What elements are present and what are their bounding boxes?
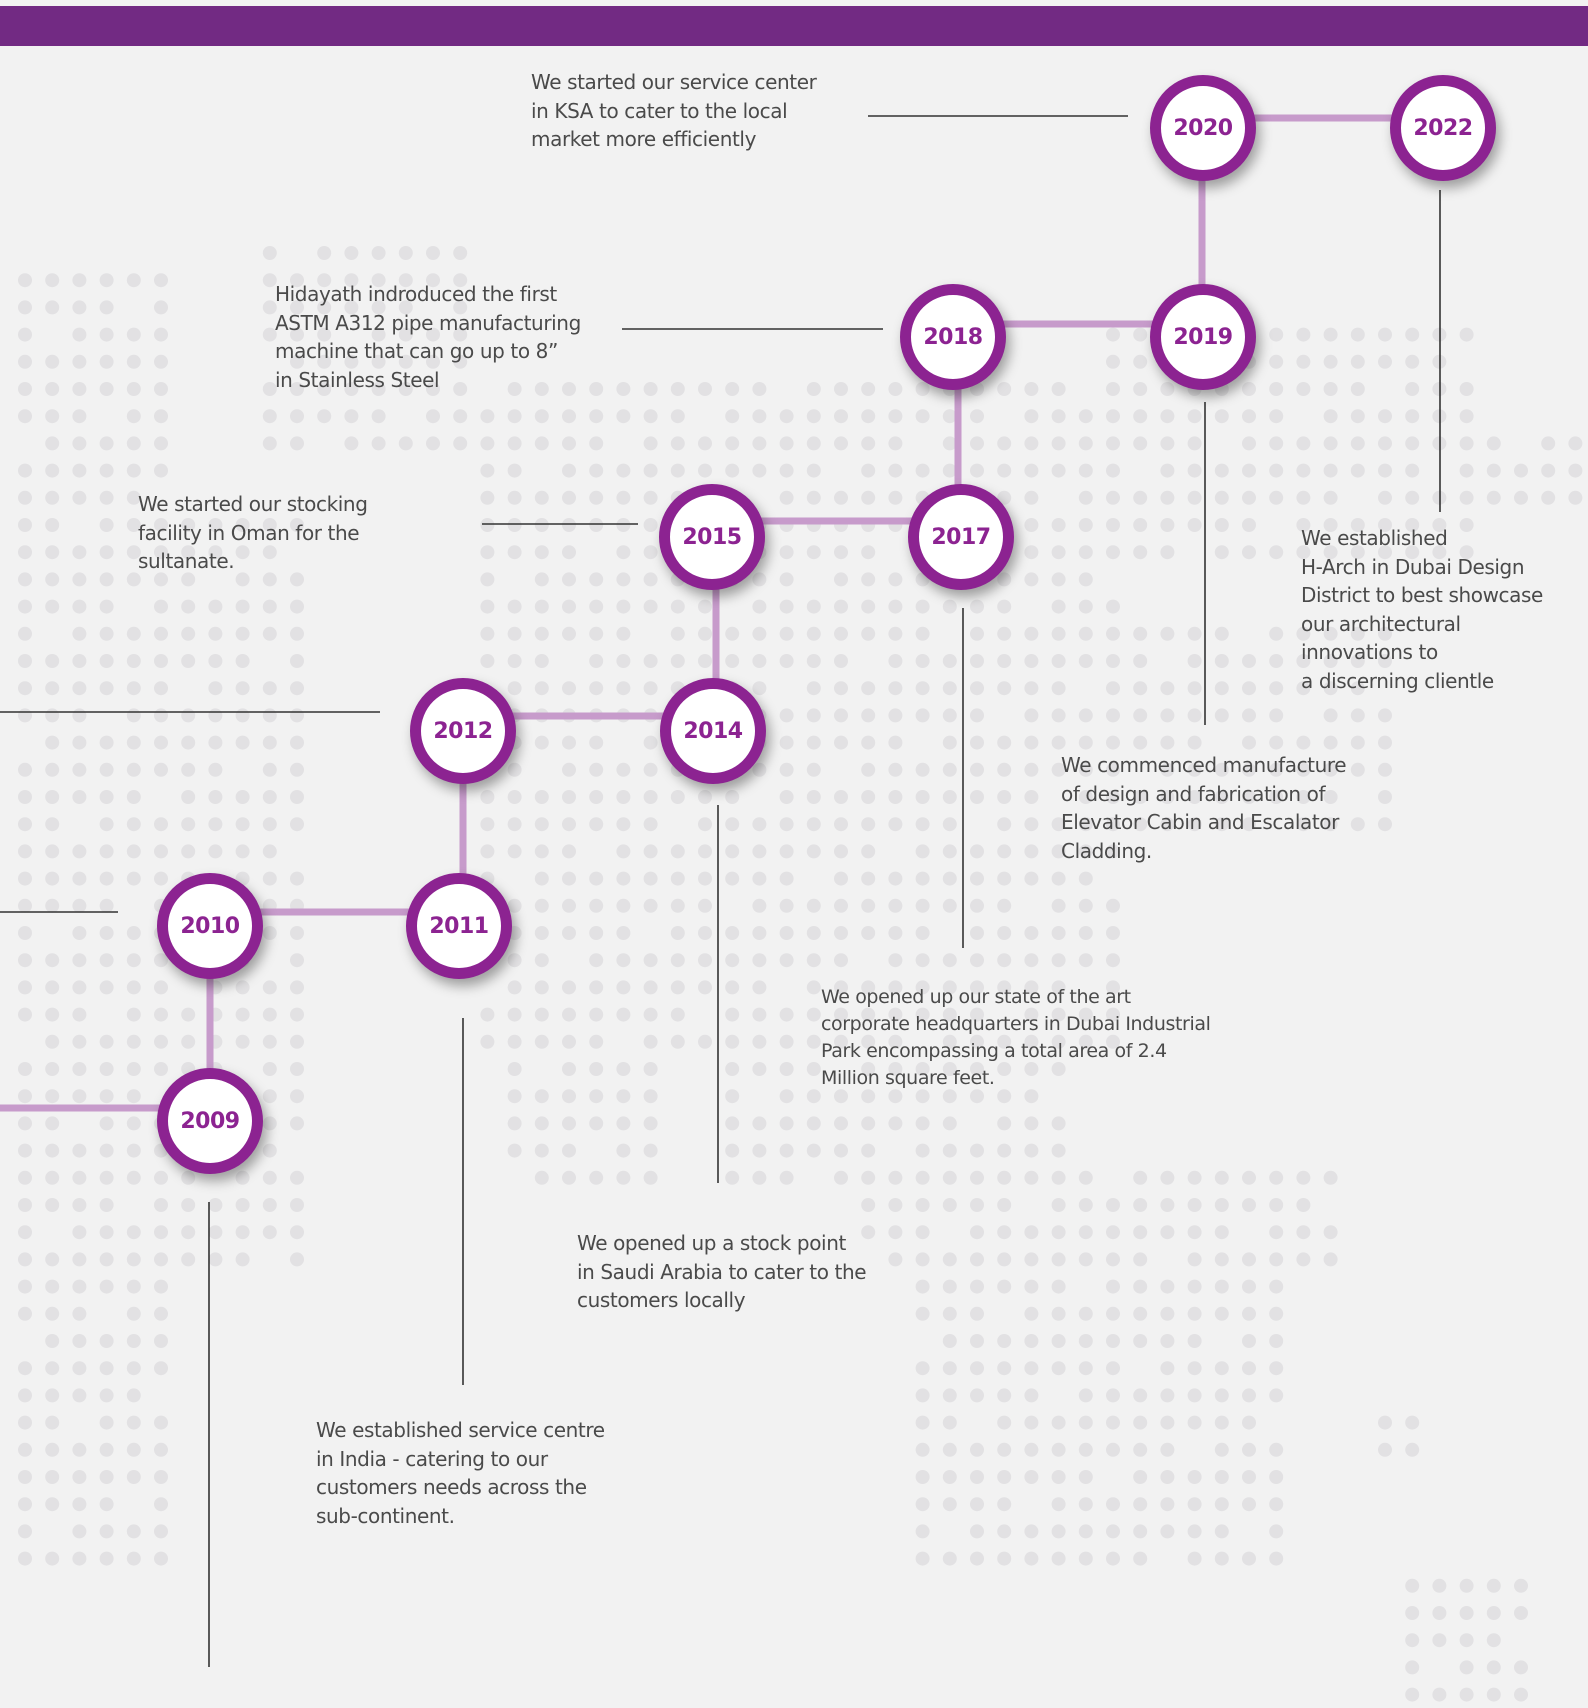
description-line: We started our stocking <box>138 492 368 516</box>
milestone-year: 2018 <box>923 324 983 350</box>
description-line: machine that can go up to 8” <box>275 339 558 363</box>
description-line: of design and fabrication of <box>1061 781 1326 806</box>
description-line: Million square feet. <box>821 1067 995 1089</box>
milestone-2015: 2015 <box>659 484 765 590</box>
description-line: our architectural <box>1301 611 1461 636</box>
description-line: We commenced manufacture <box>1061 753 1347 777</box>
description-line: facility in Oman for the <box>138 520 360 545</box>
milestone-2018-description: Hidayath indroduced the first ASTM A312 … <box>275 280 581 394</box>
milestone-year: 2014 <box>683 718 743 744</box>
description-line: District to best showcase <box>1301 583 1543 607</box>
milestone-2018: 2018 <box>900 284 1006 390</box>
description-line: Hidayath indroduced the first <box>275 282 557 306</box>
milestone-year: 2012 <box>433 718 493 744</box>
description-line: innovations to <box>1301 640 1438 664</box>
description-line: corporate headquarters in Dubai Industri… <box>821 1013 1211 1035</box>
description-line: We opened up our state of the art <box>821 986 1131 1008</box>
description-line: We started our service center <box>531 70 817 94</box>
description-line: in Stainless Steel <box>275 367 440 392</box>
milestone-year: 2009 <box>180 1108 240 1134</box>
description-line: Cladding. <box>1061 838 1152 863</box>
milestone-2011-description: We opened up a stock point in Saudi Arab… <box>577 1229 867 1315</box>
description-line: in Saudi Arabia to cater to the <box>577 1259 867 1284</box>
milestone-2009: 2009 <box>157 1068 263 1174</box>
description-line: We established <box>1301 526 1448 550</box>
description-line: H-Arch in Dubai Design <box>1301 554 1525 579</box>
description-line: Elevator Cabin and Escalator <box>1061 810 1339 834</box>
milestone-year: 2015 <box>682 524 742 550</box>
milestone-2014-description: We opened up our state of the art corpor… <box>821 984 1211 1092</box>
milestone-year: 2010 <box>180 913 240 939</box>
description-line: sultanate. <box>138 549 235 573</box>
header-bar <box>0 6 1588 46</box>
description-line: sub-continent. <box>316 1503 455 1528</box>
milestone-year: 2020 <box>1173 115 1233 141</box>
milestone-2022: 2022 <box>1390 75 1496 181</box>
milestone-2011: 2011 <box>406 873 512 979</box>
milestone-2017-description: We commenced manufacture of design and f… <box>1061 751 1347 865</box>
description-line: ASTM A312 pipe manufacturing <box>275 310 581 335</box>
description-line: We opened up a stock point <box>577 1231 846 1255</box>
milestone-year: 2011 <box>429 913 489 939</box>
milestone-2009-description: We established service centre in India -… <box>316 1416 605 1530</box>
milestone-2012: 2012 <box>410 678 516 784</box>
milestone-year: 2022 <box>1413 115 1473 141</box>
milestone-year: 2019 <box>1173 324 1233 350</box>
milestone-2017: 2017 <box>908 484 1014 590</box>
description-line: a discerning clientle <box>1301 668 1494 693</box>
description-line: in KSA to cater to the local <box>531 98 788 123</box>
milestone-2020-description: We started our service center in KSA to … <box>531 68 817 154</box>
description-line: market more efficiently <box>531 127 757 151</box>
description-line: We established service centre <box>316 1418 605 1442</box>
description-line: customers needs across the <box>316 1475 587 1499</box>
description-line: in India - catering to our <box>316 1446 548 1471</box>
milestone-2019-description: We established H-Arch in Dubai Design Di… <box>1301 524 1543 695</box>
milestone-2020: 2020 <box>1150 75 1256 181</box>
milestone-year: 2017 <box>931 524 991 550</box>
description-line: customers locally <box>577 1288 746 1312</box>
milestone-2014: 2014 <box>660 678 766 784</box>
milestone-2015-description: We started our stocking facility in Oman… <box>138 490 368 576</box>
milestone-2019: 2019 <box>1150 284 1256 390</box>
description-line: Park encompassing a total area of 2.4 <box>821 1040 1167 1062</box>
milestone-2010: 2010 <box>157 873 263 979</box>
